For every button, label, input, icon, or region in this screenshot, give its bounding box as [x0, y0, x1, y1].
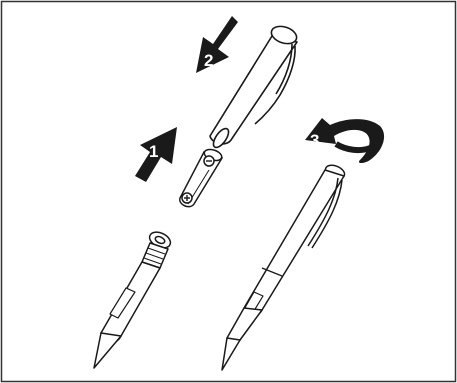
pen-body-open [93, 231, 172, 369]
step-2-number: 2 [204, 51, 213, 70]
pen-cap-barrel [209, 25, 298, 149]
step-3-twist-arrow: 3 [305, 118, 385, 163]
arrow-down-left-shape [196, 16, 238, 73]
curved-arrow-shape [305, 118, 385, 163]
battery [179, 148, 224, 208]
step-1-arrow: 1 [135, 127, 177, 182]
arrow-up-right-shape [135, 127, 177, 182]
step-1-number: 1 [149, 142, 158, 161]
pen-assembled [221, 164, 346, 371]
step-2-arrow: 2 [196, 16, 238, 73]
step-3-number: 3 [310, 131, 319, 150]
